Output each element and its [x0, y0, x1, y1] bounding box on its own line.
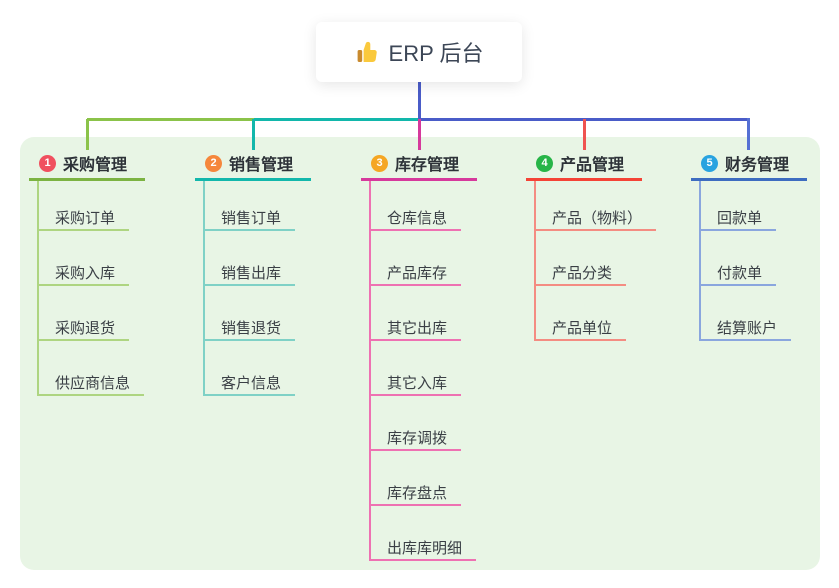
branch-node-purchase[interactable]: 1 采购管理 [29, 148, 145, 181]
branch-label-text: 产品管理 [560, 157, 625, 174]
branch-number-badge: 4 [536, 154, 553, 172]
child-node[interactable]: 其它出库 [369, 318, 462, 341]
child-node[interactable]: 销售出库 [203, 263, 296, 286]
branch-finance: 5 财务管理 回款单 付款单 结算账户 [691, 148, 807, 341]
child-node[interactable]: 付款单 [699, 263, 777, 286]
branch-number-badge: 5 [701, 154, 718, 172]
branch-node-product[interactable]: 4 产品管理 [526, 148, 642, 181]
branch-number-badge: 1 [39, 154, 56, 172]
branch-node-sales[interactable]: 2 销售管理 [195, 148, 311, 181]
child-node[interactable]: 产品单位 [534, 318, 627, 341]
branch-purchase: 1 采购管理 采购订单 采购入库 采购退货 供应商信息 [29, 148, 145, 396]
child-node[interactable]: 产品分类 [534, 263, 627, 286]
branch-product: 4 产品管理 产品（物料） 产品分类 产品单位 [526, 148, 657, 341]
child-node[interactable]: 仓库信息 [369, 208, 462, 231]
child-node[interactable]: 产品（物料） [534, 208, 657, 231]
child-node[interactable]: 销售退货 [203, 318, 296, 341]
branch-node-inventory[interactable]: 3 库存管理 [361, 148, 477, 181]
child-node[interactable]: 销售订单 [203, 208, 296, 231]
branches-panel [20, 137, 820, 570]
child-node[interactable]: 采购入库 [37, 263, 130, 286]
child-node[interactable]: 采购订单 [37, 208, 130, 231]
child-node[interactable]: 其它入库 [369, 373, 462, 396]
branch-node-finance[interactable]: 5 财务管理 [691, 148, 807, 181]
root-label: ERP 后台 [388, 41, 484, 66]
child-node[interactable]: 回款单 [699, 208, 777, 231]
child-node[interactable]: 出库库明细 [369, 538, 477, 561]
branch-label-text: 采购管理 [63, 157, 128, 174]
branch-sales: 2 销售管理 销售订单 销售出库 销售退货 客户信息 [195, 148, 311, 396]
child-node[interactable]: 结算账户 [699, 318, 792, 341]
child-node[interactable]: 库存盘点 [369, 483, 462, 506]
child-node[interactable]: 产品库存 [369, 263, 462, 286]
branch-number-badge: 3 [371, 154, 388, 172]
child-node[interactable]: 采购退货 [37, 318, 130, 341]
branch-label-text: 销售管理 [229, 157, 294, 174]
branch-number-badge: 2 [205, 154, 222, 172]
child-node[interactable]: 库存调拨 [369, 428, 462, 451]
branch-label-text: 库存管理 [395, 157, 460, 174]
branch-inventory: 3 库存管理 仓库信息 产品库存 其它出库 其它入库 库存调拨 库存盘点 出库库… [361, 148, 477, 561]
child-node[interactable]: 供应商信息 [37, 373, 145, 396]
root-node[interactable]: ERP 后台 [316, 22, 522, 82]
thumbs-up-icon [355, 40, 379, 64]
child-node[interactable]: 客户信息 [203, 373, 296, 396]
branch-label-text: 财务管理 [725, 157, 790, 174]
